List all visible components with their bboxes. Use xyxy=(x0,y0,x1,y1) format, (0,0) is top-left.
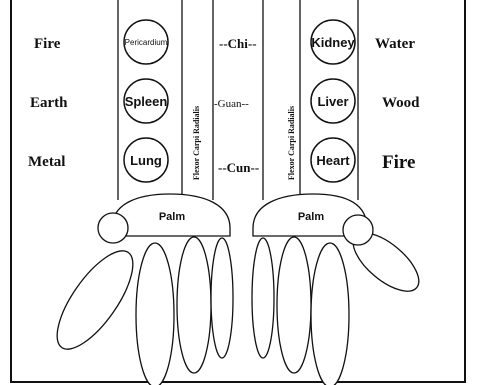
right-hypothenar xyxy=(343,215,373,245)
left-element-top: Fire xyxy=(34,36,61,52)
left-palm-label: Palm xyxy=(159,211,186,223)
left-thenar xyxy=(98,213,128,243)
right-element-bottom: Fire xyxy=(382,152,415,173)
organ-label-lung: Lung xyxy=(130,153,162,168)
organ-label-spleen: Spleen xyxy=(125,94,168,109)
left-hand xyxy=(44,194,233,385)
right-finger-3 xyxy=(311,243,349,385)
left-thumb xyxy=(44,240,147,360)
position-guan: -Guan-- xyxy=(214,98,249,110)
left-tendon-label: Flexor Carpi Radialis xyxy=(192,106,201,180)
organ-label-liver: Liver xyxy=(317,94,348,109)
right-finger-2 xyxy=(277,237,311,373)
position-cun: --Cun-- xyxy=(218,160,259,175)
organ-label-kidney: Kidney xyxy=(311,35,355,50)
organ-label-heart: Heart xyxy=(316,153,350,168)
left-finger-2 xyxy=(177,237,211,373)
right-palm-label: Palm xyxy=(298,211,325,223)
right-hand xyxy=(252,194,428,385)
right-finger-1 xyxy=(252,238,274,358)
left-finger-3 xyxy=(211,238,233,358)
left-element-bottom: Metal xyxy=(28,154,65,170)
left-element-middle: Earth xyxy=(30,95,68,111)
right-tendon-label: Flexor Carpi Radialis xyxy=(287,106,296,180)
position-chi: --Chi-- xyxy=(219,36,257,51)
left-finger-1 xyxy=(136,243,174,385)
right-element-top: Water xyxy=(375,36,415,52)
organ-label-pericardium: Pericardium xyxy=(125,38,168,47)
right-element-middle: Wood xyxy=(382,95,420,111)
